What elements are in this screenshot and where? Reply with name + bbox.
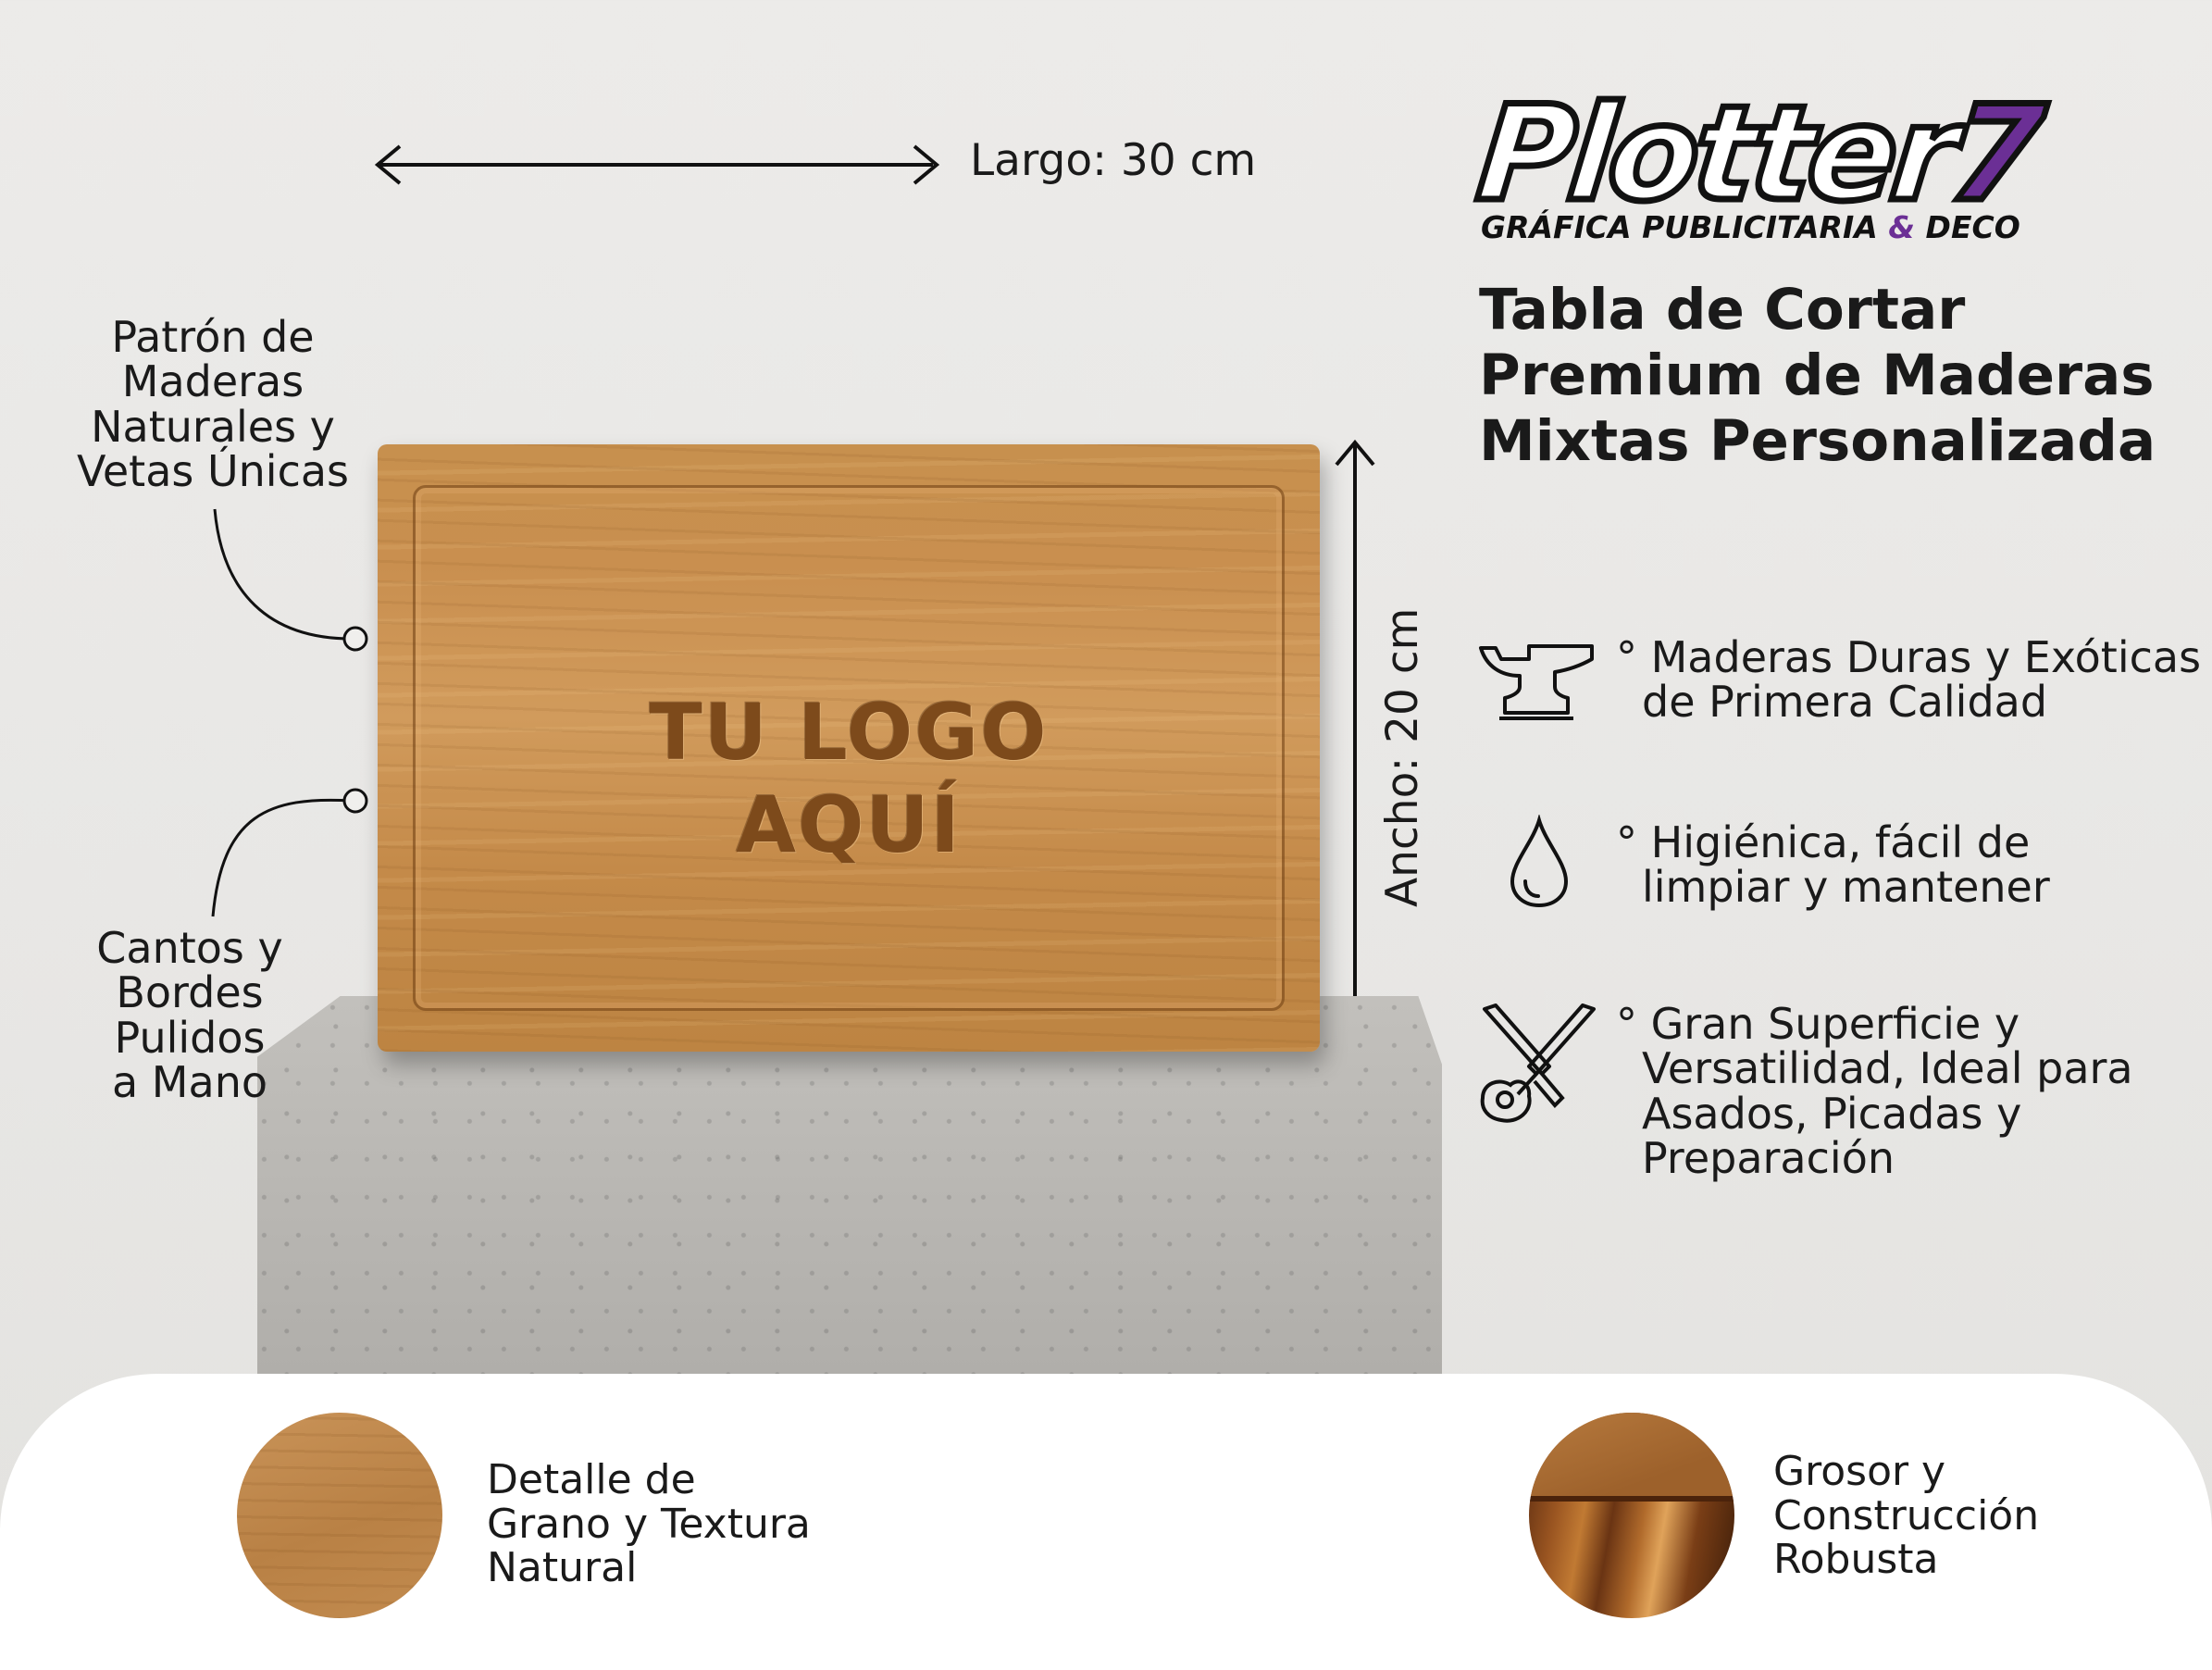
feature-hygienic: ° Higiénica, fácil de limpiar y mantener	[1616, 817, 2050, 913]
callout-leader-lines	[211, 508, 368, 917]
thickness-detail-photo	[1529, 1413, 1734, 1618]
engraving-line-1: TU LOGO	[649, 687, 1049, 778]
width-arrow	[1335, 439, 1375, 1055]
engraving-line-2: AQUÍ	[736, 779, 962, 870]
caption-thickness: Grosor y Construcción Robusta	[1773, 1448, 2040, 1584]
callout-wood-pattern: Patrón de Maderas Naturales y Vetas Únic…	[76, 312, 350, 496]
callout-polished-edges: Cantos y Bordes Pulidos a Mano	[96, 923, 283, 1107]
brand-subtitle: GRÁFICA PUBLICITARIA & DECO	[1481, 209, 2020, 245]
length-arrow	[374, 144, 940, 185]
cutting-board-image: TU LOGO AQUÍ	[378, 444, 1320, 1052]
grain-detail-photo	[237, 1413, 442, 1618]
width-label: Ancho: 20 cm	[1377, 607, 1428, 907]
juice-groove	[413, 485, 1285, 1011]
feature-hardwood: ° Maderas Duras y Exóticas de Primera Ca…	[1616, 632, 2202, 728]
water-drop-icon	[1510, 815, 1569, 908]
feature-large-surface: ° Gran Superficie y Versatilidad, Ideal …	[1616, 999, 2133, 1183]
anvil-icon	[1479, 644, 1594, 720]
concrete-pedestal	[257, 996, 1442, 1376]
knives-steak-icon	[1480, 1003, 1596, 1123]
caption-grain-texture: Detalle de Grano y Textura Natural	[487, 1456, 811, 1592]
brand-logo: Plotter7	[1468, 75, 2049, 234]
product-title: Tabla de Cortar Premium de Maderas Mixta…	[1479, 277, 2156, 474]
length-label: Largo: 30 cm	[970, 135, 1257, 186]
